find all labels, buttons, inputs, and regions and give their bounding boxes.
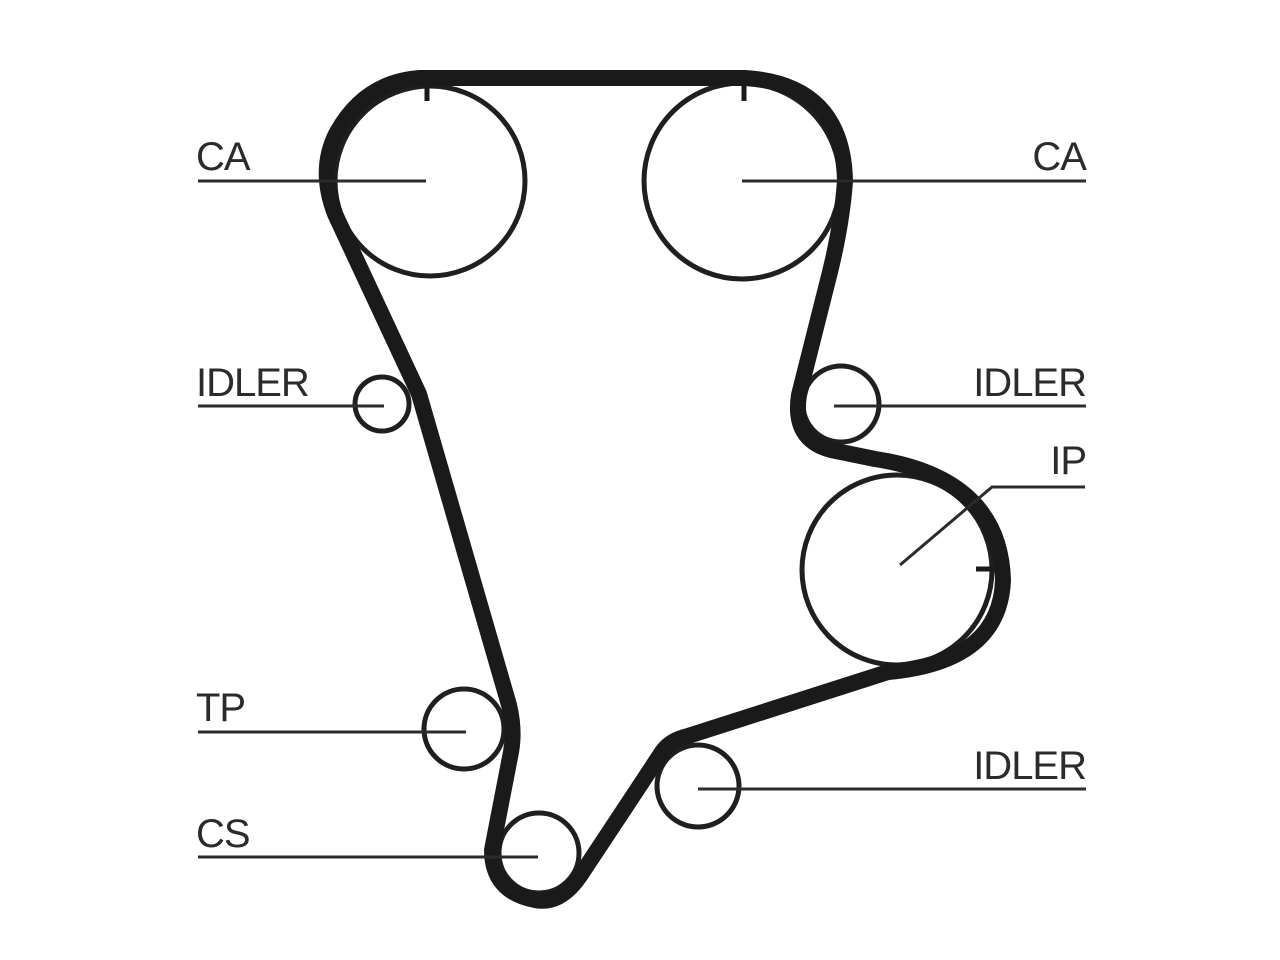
label-ca-left: CA [196, 135, 251, 179]
label-tp: TP [196, 686, 245, 730]
label-idler-left: IDLER [196, 361, 309, 405]
label-cs: CS [196, 812, 250, 856]
tensioner-pulley [421, 686, 507, 772]
label-idler-right: IDLER [973, 361, 1086, 405]
label-ip: IP [1050, 439, 1086, 483]
idler-pulley-right [800, 363, 882, 445]
idler-pulley-left [352, 374, 412, 434]
label-idler-bottom: IDLER [973, 744, 1086, 788]
label-ca-right: CA [1032, 135, 1087, 179]
leader-ip [899, 485, 1085, 567]
timing-belt [318, 70, 1011, 909]
idler-pulley-bottom [654, 742, 742, 830]
